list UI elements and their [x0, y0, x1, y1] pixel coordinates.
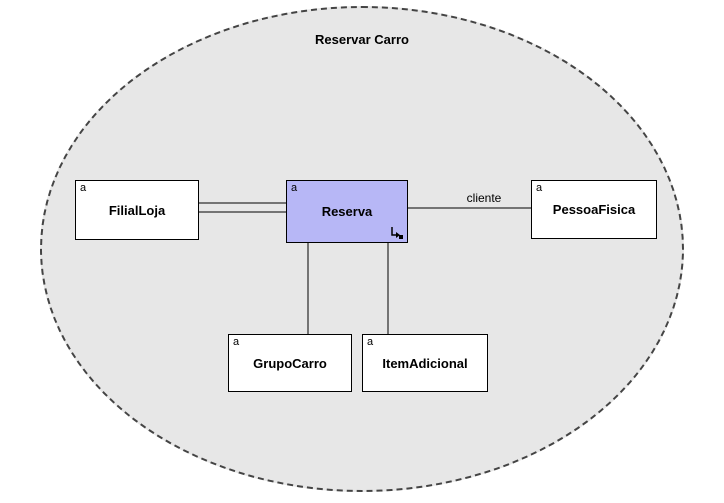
node-label: FilialLoja [108, 202, 166, 218]
class-icon: a [80, 182, 87, 194]
node-label: ItemAdicional [382, 355, 468, 371]
class-icon: a [233, 336, 240, 348]
node-reserva[interactable]: a Reserva [286, 180, 408, 243]
diagram-title: Reservar Carro [315, 32, 409, 47]
package-ellipse[interactable] [40, 6, 684, 492]
class-icon: a [536, 182, 543, 194]
edge-label-cliente: cliente [467, 191, 502, 205]
node-label: GrupoCarro [253, 355, 327, 371]
node-label: Reserva [321, 204, 373, 219]
class-icon: a [367, 336, 374, 348]
node-label: PessoaFisica [552, 202, 636, 217]
class-icon: a [291, 182, 298, 194]
node-pessoafisica[interactable]: a PessoaFisica [531, 180, 657, 239]
node-filialloja[interactable]: a FilialLoja [75, 180, 199, 240]
node-itemadicional[interactable]: a ItemAdicional [362, 334, 488, 392]
cursor-icon [391, 227, 403, 239]
node-grupocarro[interactable]: a GrupoCarro [228, 334, 352, 392]
